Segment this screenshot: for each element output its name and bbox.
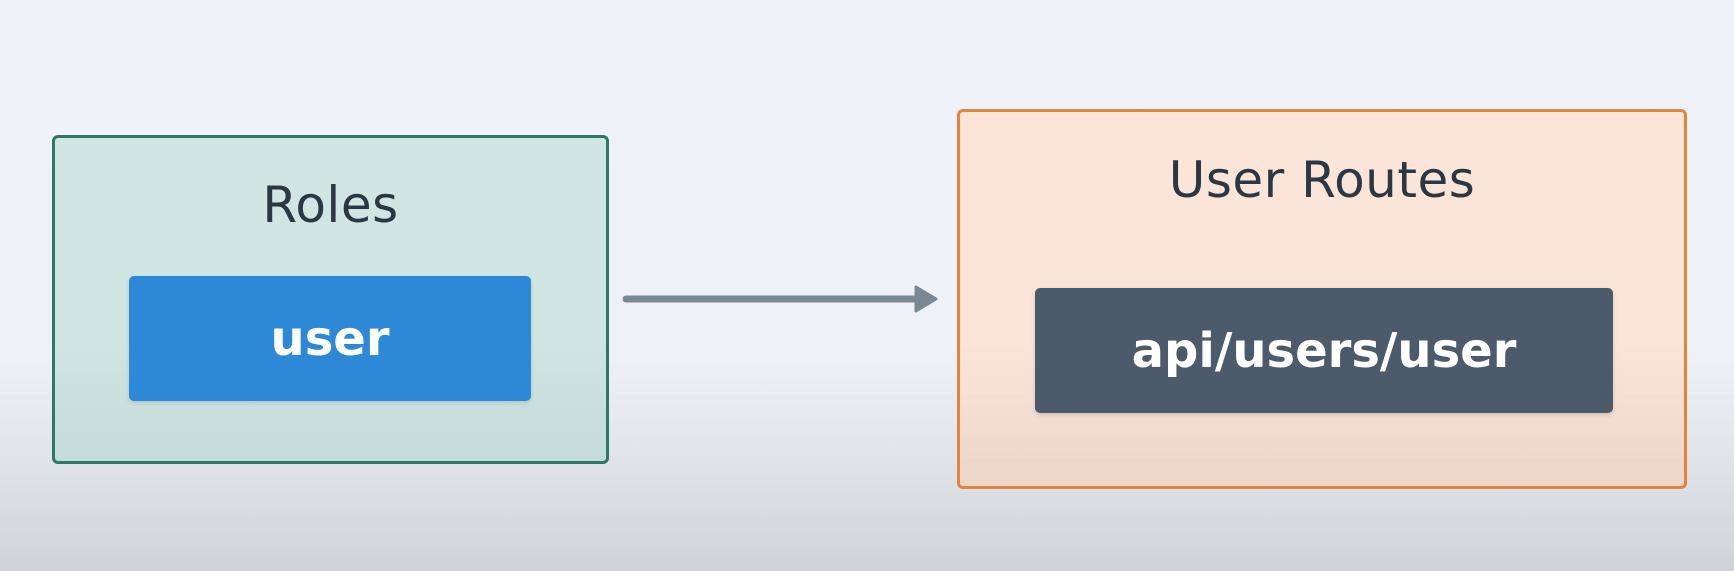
roles-panel: Roles user <box>52 135 609 464</box>
user-routes-panel: User Routes api/users/user <box>957 109 1687 489</box>
connector-arrowhead <box>914 285 938 313</box>
roles-title: Roles <box>262 176 399 234</box>
user-routes-title: User Routes <box>1168 151 1476 209</box>
route-chip: api/users/user <box>1035 288 1613 413</box>
role-user-chip: user <box>129 276 531 401</box>
connector-arrow-icon <box>622 285 938 313</box>
